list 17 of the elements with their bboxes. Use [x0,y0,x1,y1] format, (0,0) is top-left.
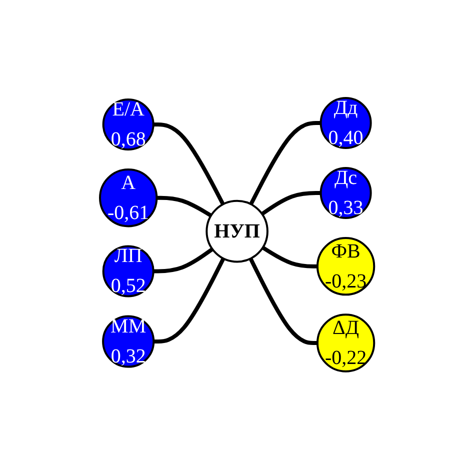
node-circle: ФВ -0,23 [316,237,376,296]
connector [262,246,318,268]
connector [249,258,318,345]
node-circle: Е/А 0,68 [102,98,155,151]
connector [261,191,322,216]
connector [250,121,322,206]
node-circle: ЛП 0,52 [102,245,155,298]
node-circle: Дс 0,33 [320,167,372,219]
node-circle: А -0,61 [99,168,158,228]
node-circle: НУП [206,200,269,263]
connector [154,122,226,206]
node-circle: ΔД -0,22 [316,314,376,372]
node-circle: Дд 0,40 [320,97,372,149]
connector [154,258,226,344]
node-circle: ММ 0,32 [102,315,156,368]
connector [157,196,213,218]
connector [154,247,214,274]
